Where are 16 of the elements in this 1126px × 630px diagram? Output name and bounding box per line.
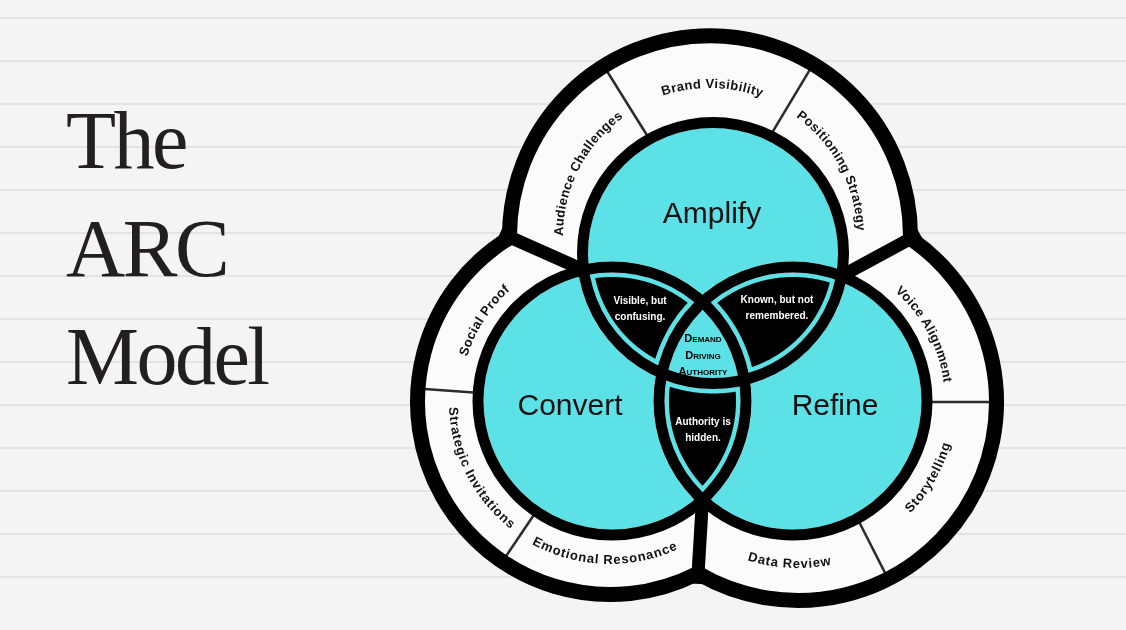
ring-segment: [425, 245, 568, 393]
ring-segment: [772, 70, 903, 266]
ring-segment: [517, 72, 648, 261]
region-label: Visible, but confusing.: [612, 294, 668, 324]
circle-label: Refine: [791, 387, 879, 423]
overlap-region: [668, 310, 738, 378]
circle-label: Amplify: [662, 195, 762, 231]
segment-label: Data Review: [746, 548, 833, 571]
region-label: Authority is hidden.: [674, 415, 732, 445]
circle-label: Convert: [517, 387, 623, 423]
ring-segment: [704, 510, 885, 593]
title: The ARC Model: [66, 94, 268, 404]
region-label: Demand Driving Authority: [677, 331, 729, 380]
region-label: Known, but not remembered.: [739, 293, 815, 323]
overlap-region: [664, 380, 741, 492]
segment-label: Brand Visibility: [659, 75, 767, 100]
